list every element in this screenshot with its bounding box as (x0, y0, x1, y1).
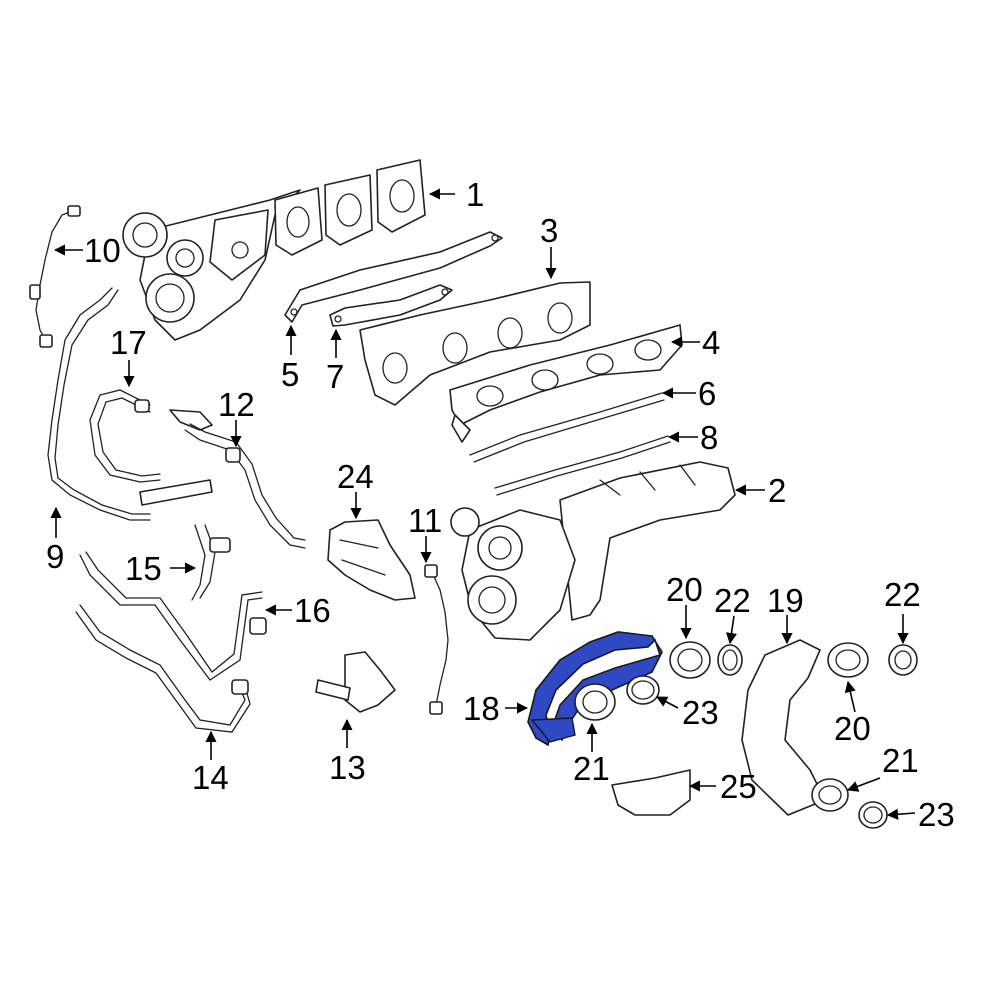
callout-4[interactable]: 4 (702, 324, 720, 361)
part-19-hose[interactable] (741, 639, 826, 816)
part-1-gaskets[interactable] (274, 159, 426, 256)
part-9-line[interactable] (47, 287, 151, 521)
callout-17[interactable]: 17 (110, 324, 147, 361)
part-21-coupler[interactable] (574, 683, 616, 721)
callout-1[interactable]: 1 (466, 176, 484, 213)
part-turbo-manifold-upper[interactable] (122, 189, 301, 341)
callout-12[interactable]: 12 (218, 386, 255, 423)
part-2-exhaust-manifold[interactable] (559, 461, 736, 621)
part-23-clamp[interactable] (626, 675, 660, 705)
callout-19[interactable]: 19 (767, 582, 804, 619)
part-16-line[interactable] (79, 551, 267, 681)
part-8-gasket[interactable] (494, 435, 671, 496)
callout-8[interactable]: 8 (700, 419, 718, 456)
callout-7[interactable]: 7 (326, 358, 344, 395)
part-11-sensor-line[interactable] (424, 564, 449, 715)
callout-18[interactable]: 18 (463, 690, 500, 727)
callout-3[interactable]: 3 (540, 212, 558, 249)
callout-2[interactable]: 2 (768, 472, 786, 509)
callout-16[interactable]: 16 (294, 592, 331, 629)
callout-9[interactable]: 9 (46, 538, 64, 575)
leader-lines (50, 188, 916, 820)
part-20-coupler-right[interactable] (827, 642, 869, 678)
part-7-gasket[interactable] (329, 284, 453, 327)
callout-5[interactable]: 5 (281, 356, 299, 393)
callout-22[interactable]: 22 (714, 582, 751, 619)
part-4-heat-shield[interactable] (449, 324, 683, 443)
part-17-line[interactable] (89, 389, 213, 506)
callout-20-right[interactable]: 20 (834, 710, 871, 747)
callout-13[interactable]: 13 (329, 749, 366, 786)
part-14-line[interactable] (75, 604, 251, 733)
callout-21-right[interactable]: 21 (882, 742, 919, 779)
callout-23[interactable]: 23 (682, 694, 719, 731)
callout-20[interactable]: 20 (666, 571, 703, 608)
part-23-clamp-right[interactable] (858, 801, 888, 829)
callout-14[interactable]: 14 (192, 759, 229, 796)
part-20-coupler[interactable] (669, 641, 711, 679)
part-21-coupler-right[interactable] (811, 778, 849, 812)
part-15-line[interactable] (191, 524, 231, 601)
part-5-gasket[interactable] (284, 231, 503, 323)
part-22-clamp[interactable] (717, 644, 743, 676)
callout-11[interactable]: 11 (408, 502, 442, 539)
part-10-sensor-line[interactable] (29, 205, 81, 348)
part-6-gasket[interactable] (469, 392, 665, 463)
part-13-line[interactable] (315, 651, 396, 713)
part-22-clamp-right[interactable] (888, 644, 918, 676)
callout-24[interactable]: 24 (337, 458, 374, 495)
part-12-line[interactable] (169, 409, 306, 549)
part-25-shield[interactable] (611, 769, 691, 816)
callout-10[interactable]: 10 (84, 232, 121, 269)
callout-15[interactable]: 15 (125, 550, 162, 587)
callout-21[interactable]: 21 (573, 750, 610, 787)
part-turbo-lower[interactable] (450, 507, 576, 641)
part-3-heat-shield[interactable] (359, 281, 591, 406)
callout-6[interactable]: 6 (698, 375, 716, 412)
callout-23-right[interactable]: 23 (918, 796, 955, 833)
callouts: 1 2 3 4 5 6 7 8 9 10 11 12 13 14 15 16 1… (46, 176, 955, 833)
callout-22-right[interactable]: 22 (884, 576, 921, 613)
part-24-heat-shield[interactable] (327, 519, 416, 601)
callout-25[interactable]: 25 (720, 768, 757, 805)
